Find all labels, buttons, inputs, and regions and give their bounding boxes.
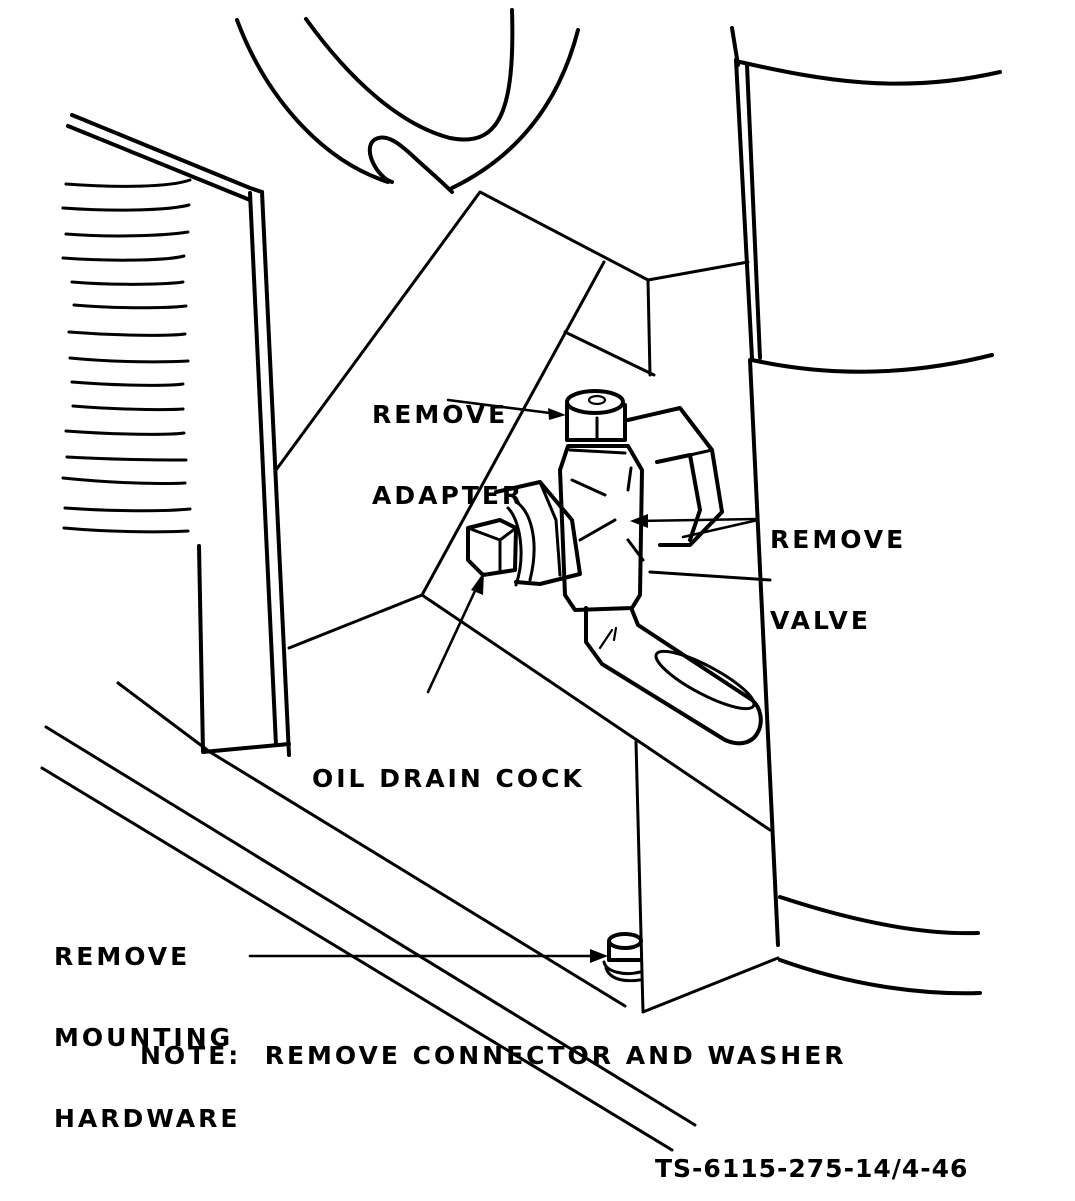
callout-line: MOUNTING: [54, 1023, 234, 1052]
figure-id: TS-6115-275-14/4-46: [655, 1154, 969, 1183]
cylindrical-housing: [634, 26, 1002, 1014]
callout-line: REMOVE: [54, 942, 191, 971]
drain-cock: [466, 480, 582, 587]
arrow-remove-adapter: [548, 408, 566, 420]
adapter: [565, 389, 627, 442]
callout-line: REMOVE: [770, 525, 907, 554]
leader-remove-adapter: [446, 398, 560, 416]
leader-oil-drain-cock: [426, 576, 483, 694]
valve: [626, 406, 724, 547]
callout-line: OIL DRAIN COCK: [312, 764, 585, 793]
arrow-remove-mounting-hardware: [590, 949, 608, 963]
oil-drain-valve: [466, 389, 763, 746]
louvered-side-panel: [61, 113, 627, 1008]
louvers: [61, 178, 192, 534]
arrow-oil-drain-cock: [471, 572, 484, 595]
callout-line: REMOVE: [372, 400, 509, 429]
drain-hose-fitting: [584, 606, 763, 746]
callout-remove-valve: REMOVE VALVE: [770, 472, 906, 661]
note-text: NOTE: REMOVE CONNECTOR AND WASHER: [140, 1041, 847, 1070]
leader-remove-valve-2: [681, 518, 760, 539]
leader-lines: [248, 398, 760, 963]
callout-line: HARDWARE: [54, 1104, 241, 1133]
callout-oil-drain-cock: OIL DRAIN COCK: [312, 711, 585, 819]
bracket: [274, 190, 772, 832]
engine-shroud: [235, 8, 580, 194]
callout-remove-adapter: REMOVE ADAPTER: [372, 347, 524, 536]
arrow-remove-valve-1: [630, 514, 648, 528]
leader-remove-valve-1: [634, 517, 760, 523]
base-rails: [40, 725, 697, 1152]
callout-line: VALVE: [770, 606, 871, 635]
callout-line: ADAPTER: [372, 481, 525, 510]
mounting-bolt: [602, 932, 643, 983]
callout-remove-mounting-hardware: REMOVE MOUNTING HARDWARE: [54, 889, 240, 1159]
